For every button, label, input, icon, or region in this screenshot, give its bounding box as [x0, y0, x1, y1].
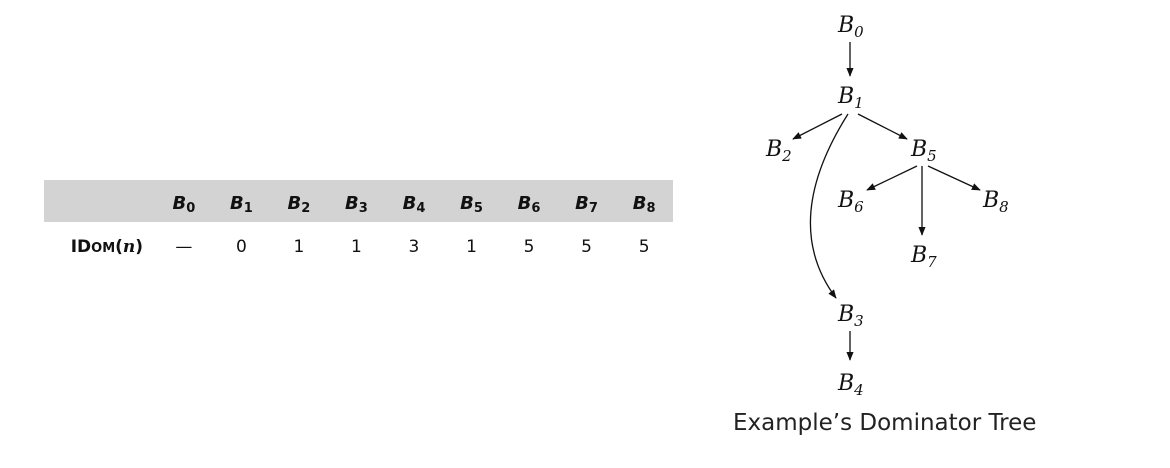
idom-table: B0 B1 B2 B3 B4 B5 B6 B7 B8 IDOM(n) — 0 1… [44, 180, 673, 262]
tree-edges [792, 42, 981, 361]
column-header-b5: B5 [460, 192, 483, 216]
idom-value-b5: 1 [466, 237, 477, 257]
idom-value-b8: 5 [638, 237, 650, 257]
edge-b1-b5 [857, 113, 908, 140]
row-label-idom: IDOM(n) [70, 237, 144, 257]
node-b4: B4 [837, 371, 864, 399]
idom-value-b3: 1 [351, 237, 362, 257]
column-header-b2: B2 [287, 192, 311, 216]
node-b3: B3 [837, 302, 864, 330]
idom-value-b6: 5 [523, 237, 535, 257]
edge-b5-b8 [927, 165, 981, 191]
table-header-row: B0 B1 B2 B3 B4 B5 B6 B7 B8 [44, 180, 673, 222]
idom-value-b1: 0 [235, 237, 247, 257]
column-header-b8: B8 [632, 192, 656, 216]
idom-value-b7: 5 [581, 237, 592, 257]
column-header-b0: B0 [172, 192, 196, 216]
idom-value-b0: — [175, 237, 193, 257]
column-header-b4: B4 [402, 192, 426, 216]
edge-b5-b6 [866, 165, 918, 191]
node-b2: B2 [765, 137, 792, 165]
node-b1: B1 [837, 84, 864, 112]
column-header-b7: B7 [575, 192, 598, 216]
diagram-caption: Example’s Dominator Tree [733, 410, 1037, 436]
table-row: IDOM(n) — 0 1 1 3 1 5 5 5 [44, 222, 673, 262]
idom-value-b4: 3 [408, 237, 420, 257]
column-header-b3: B3 [345, 192, 368, 216]
node-b0: B0 [837, 13, 864, 41]
column-header-b6: B6 [517, 192, 541, 216]
node-b6: B6 [837, 188, 864, 216]
edge-b1-b3 [809, 113, 849, 299]
idom-value-b2: 1 [293, 237, 305, 257]
node-b8: B8 [982, 188, 1009, 216]
node-b5: B5 [910, 137, 937, 165]
edge-b1-b2 [792, 113, 843, 140]
column-header-b1: B1 [229, 192, 253, 216]
node-b7: B7 [910, 243, 937, 271]
